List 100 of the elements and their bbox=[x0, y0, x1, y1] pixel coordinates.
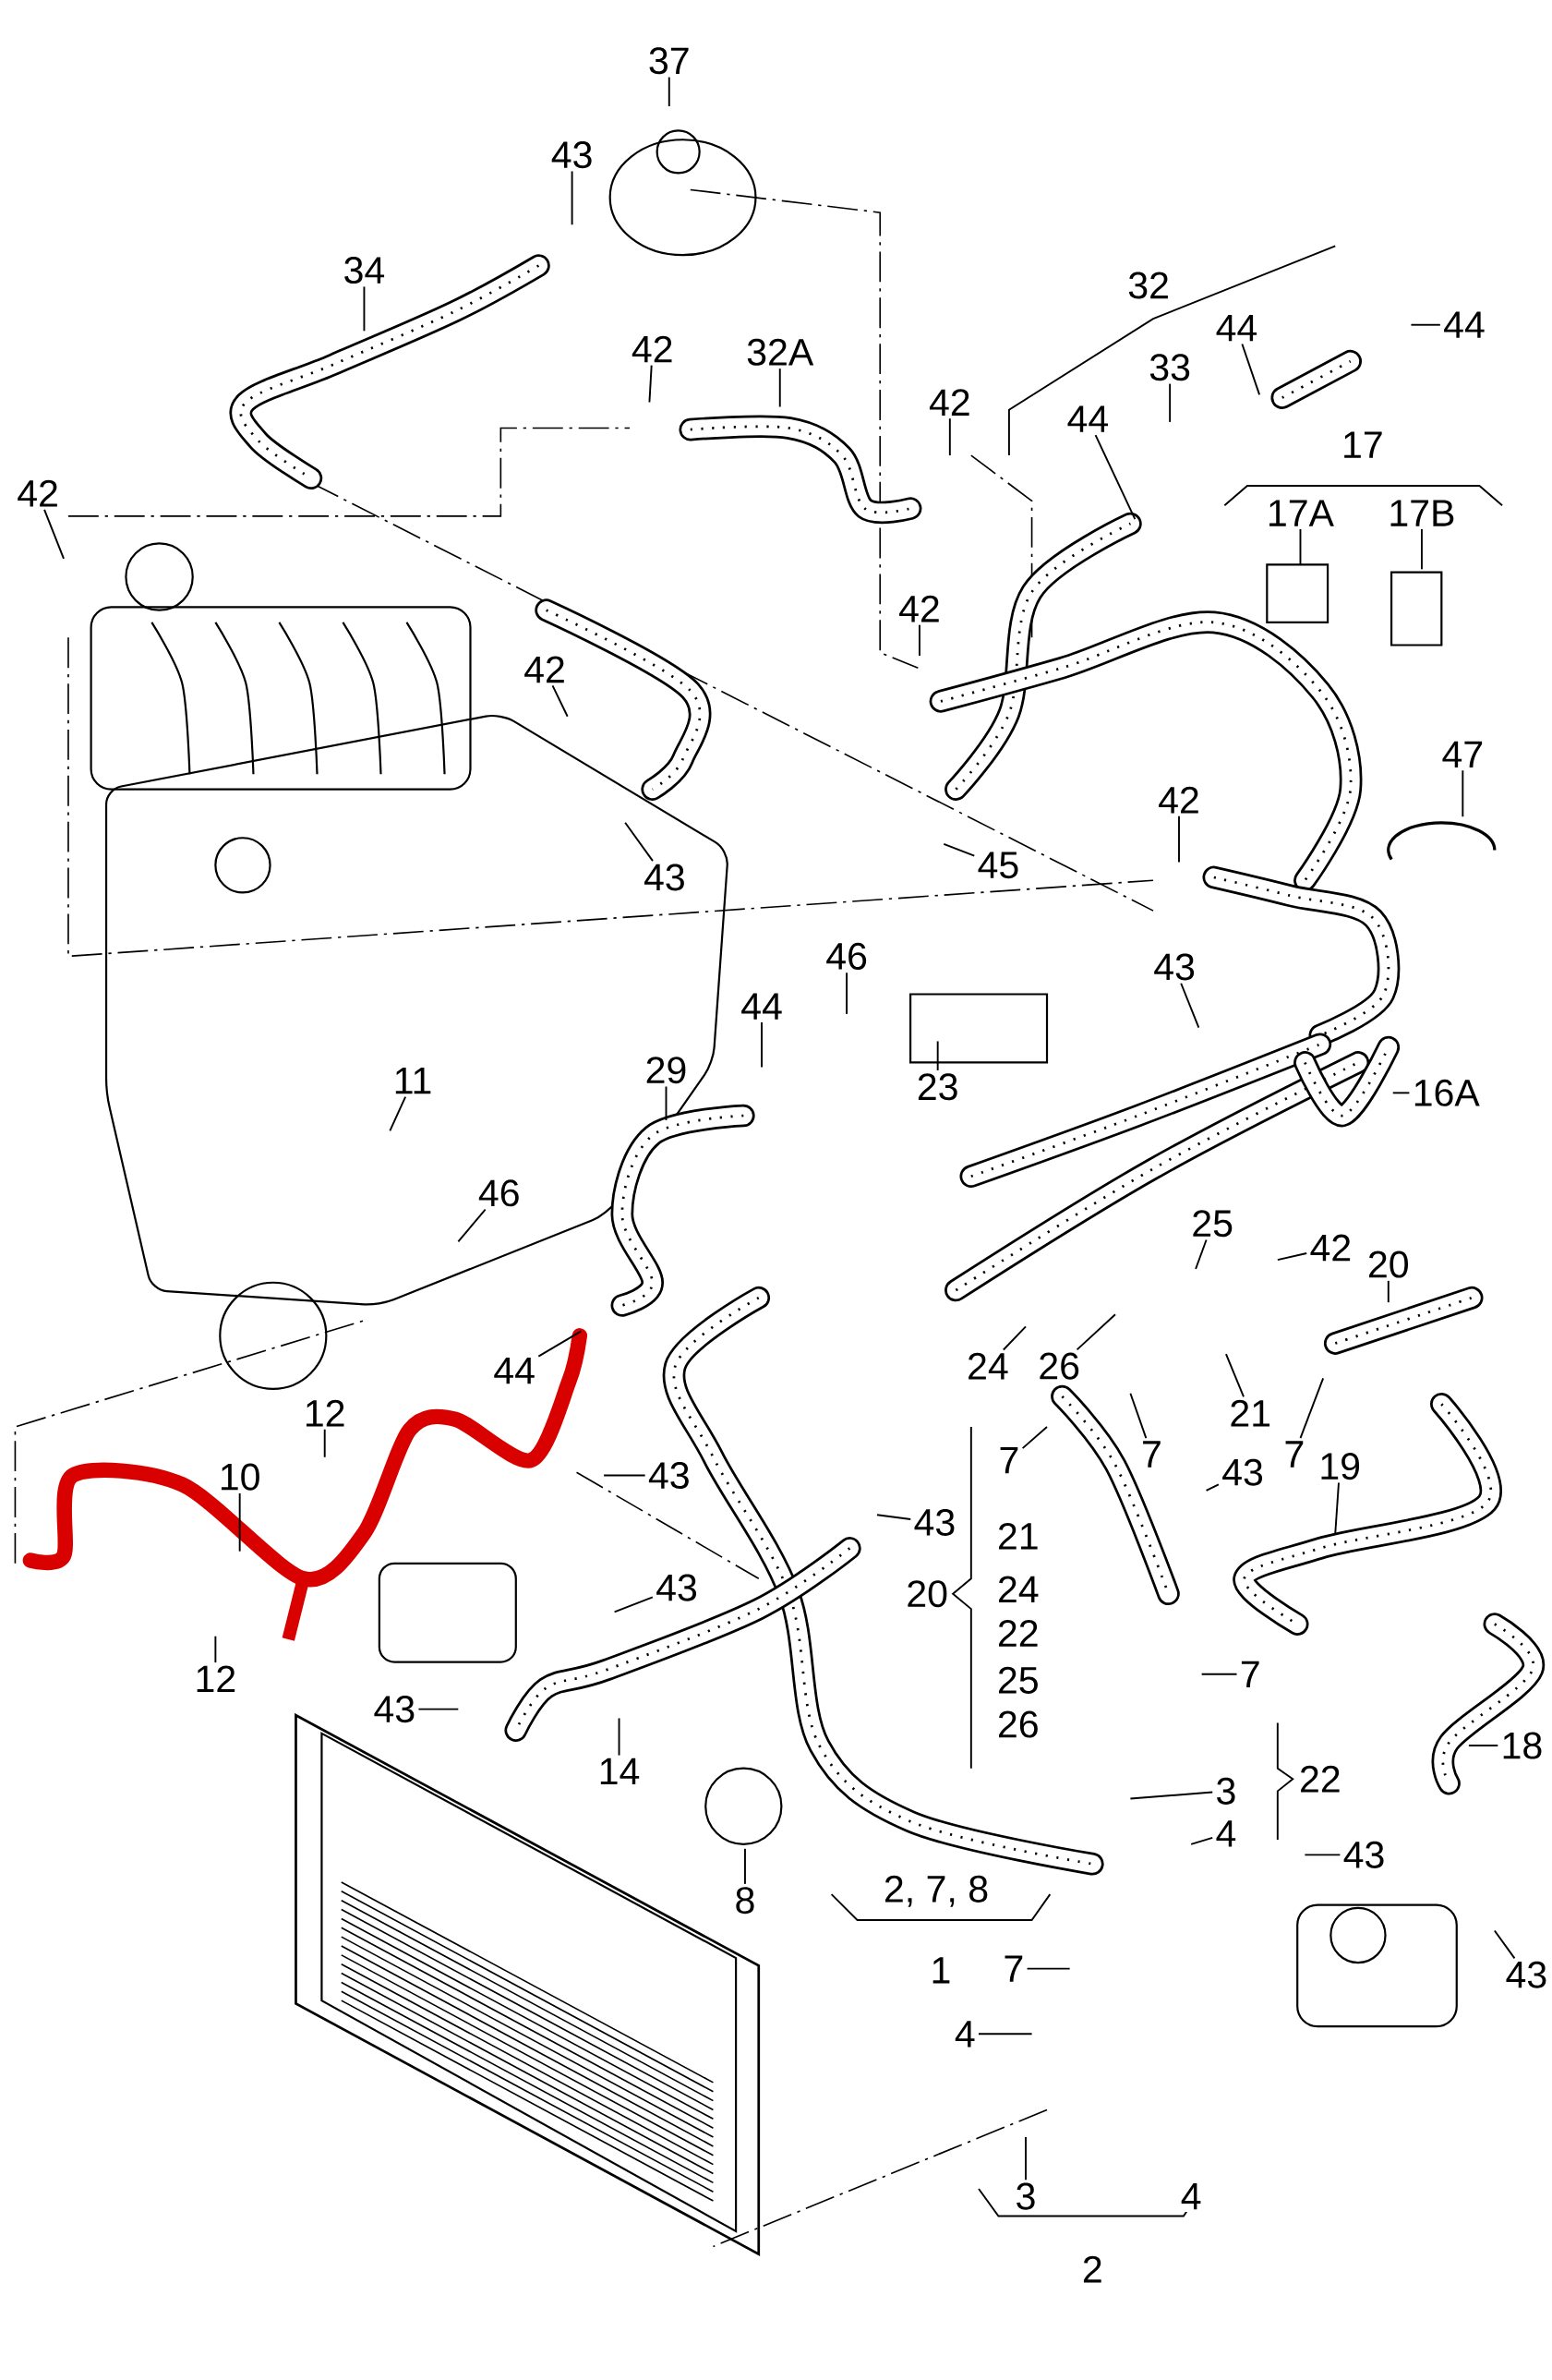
callout-number: 42 bbox=[1155, 784, 1203, 816]
callout-number: 43 bbox=[370, 1693, 418, 1725]
callout-number: 4 bbox=[1212, 1818, 1239, 1850]
leader-line bbox=[948, 417, 951, 457]
callout-number: 44 bbox=[1212, 312, 1260, 344]
leader-line bbox=[363, 285, 366, 332]
callout-number: 43 bbox=[1502, 1958, 1550, 1991]
callout-number: 45 bbox=[974, 849, 1022, 881]
leader-line bbox=[1194, 1238, 1208, 1270]
leader-line bbox=[1467, 1745, 1499, 1746]
callout-number: 32A bbox=[743, 336, 816, 368]
leader-line bbox=[624, 821, 654, 863]
leader-line bbox=[417, 1708, 460, 1710]
callout-number: 17 bbox=[1339, 429, 1387, 461]
callout-number: 4 bbox=[1177, 2181, 1205, 2213]
leader-line bbox=[1021, 1425, 1048, 1450]
callout-number: 42 bbox=[926, 386, 974, 418]
callout-number: 17B bbox=[1385, 497, 1459, 529]
leader-line bbox=[1024, 2136, 1027, 2181]
leader-line bbox=[537, 1330, 583, 1358]
callout-number: 33 bbox=[1146, 351, 1194, 384]
callout-number: 19 bbox=[1316, 1450, 1364, 1482]
callout-number: 24 bbox=[964, 1350, 1012, 1383]
leader-line bbox=[457, 1208, 487, 1243]
leader-line bbox=[1299, 528, 1302, 566]
callout-number: 32 bbox=[1125, 269, 1173, 302]
leader-line bbox=[1129, 1791, 1214, 1800]
callout-number: 43 bbox=[1219, 1456, 1267, 1489]
leader-line bbox=[936, 1040, 939, 1071]
leader-line bbox=[743, 1847, 746, 1885]
callout-number: 11 bbox=[390, 1065, 435, 1097]
callout-number: 2 bbox=[1079, 2253, 1106, 2286]
callout-number: 46 bbox=[823, 940, 871, 973]
callout-number: 26 bbox=[994, 1708, 1042, 1741]
leader-line bbox=[389, 1095, 406, 1132]
leader-line bbox=[1299, 1377, 1324, 1440]
leader-line bbox=[918, 623, 920, 657]
leader-line bbox=[571, 170, 573, 226]
callout-number: 8 bbox=[731, 1884, 758, 1916]
callout-number: 18 bbox=[1498, 1729, 1546, 1762]
callout-number: 21 bbox=[1226, 1397, 1274, 1430]
leader-line bbox=[238, 1492, 241, 1552]
callout-number: 20 bbox=[1365, 1248, 1413, 1281]
leader-line bbox=[1241, 343, 1260, 396]
callout-number: 42 bbox=[896, 593, 944, 625]
callout-number: 22 bbox=[994, 1617, 1042, 1649]
callout-number: 3 bbox=[1212, 1775, 1239, 1807]
callout-number: 44 bbox=[1440, 308, 1488, 341]
callout-number: 17A bbox=[1264, 497, 1337, 529]
callout-number: 25 bbox=[994, 1664, 1042, 1697]
callout-number: 12 bbox=[300, 1397, 349, 1430]
leader-line bbox=[618, 1717, 620, 1757]
callout-number: 37 bbox=[645, 44, 693, 78]
callout-number: 43 bbox=[641, 861, 689, 894]
callout-number: 20 bbox=[903, 1577, 951, 1610]
leader-line bbox=[1169, 382, 1171, 423]
leader-line bbox=[1224, 1353, 1245, 1398]
callout-number: 14 bbox=[595, 1756, 643, 1787]
callout-number: 21 bbox=[994, 1520, 1042, 1552]
leader-line bbox=[1304, 1854, 1341, 1856]
callout-number: 2, 7, 8 bbox=[881, 1873, 992, 1910]
callout-number: 44 bbox=[1064, 403, 1112, 435]
leader-line bbox=[1276, 1252, 1308, 1262]
leader-line bbox=[1387, 1279, 1390, 1304]
leader-line bbox=[613, 1596, 654, 1613]
callout-number: 16A bbox=[1409, 1077, 1483, 1109]
leader-line bbox=[1026, 1967, 1071, 1970]
leader-line bbox=[668, 76, 670, 108]
leader-line bbox=[603, 1474, 646, 1477]
callout-number: 43 bbox=[547, 139, 596, 171]
leader-line bbox=[214, 1635, 217, 1664]
callout-number: 34 bbox=[340, 254, 388, 286]
callout-number: 7 bbox=[1138, 1438, 1165, 1470]
leader-line bbox=[760, 1021, 763, 1069]
leader-line bbox=[943, 842, 976, 857]
leader-line bbox=[977, 2033, 1033, 2036]
leader-line bbox=[1410, 323, 1441, 326]
callout-number: 47 bbox=[1438, 738, 1486, 770]
leader-line bbox=[1002, 1325, 1027, 1351]
leader-line bbox=[1129, 1392, 1148, 1440]
leader-line bbox=[42, 508, 65, 560]
leader-line bbox=[648, 364, 653, 404]
callout-number: 12 bbox=[191, 1662, 239, 1695]
leader-line bbox=[1190, 1836, 1214, 1845]
callout-number: 1 bbox=[927, 1954, 954, 1987]
leader-line bbox=[1391, 1092, 1411, 1094]
callout-number: 43 bbox=[645, 1459, 693, 1492]
callout-number: 24 bbox=[994, 1573, 1042, 1605]
callout-number: 42 bbox=[1306, 1231, 1354, 1264]
leader-line bbox=[323, 1428, 326, 1458]
callout-number: 25 bbox=[1188, 1207, 1236, 1239]
leader-line bbox=[845, 972, 848, 1015]
callout-number: 43 bbox=[1150, 950, 1198, 984]
callout-number: 42 bbox=[521, 653, 569, 685]
callout-number: 42 bbox=[14, 477, 62, 510]
callout-number: 26 bbox=[1035, 1349, 1083, 1383]
callout-number: 7 bbox=[995, 1444, 1022, 1476]
leader-line bbox=[665, 1085, 668, 1121]
leader-line bbox=[1205, 1483, 1220, 1492]
leader-line bbox=[1420, 528, 1423, 571]
